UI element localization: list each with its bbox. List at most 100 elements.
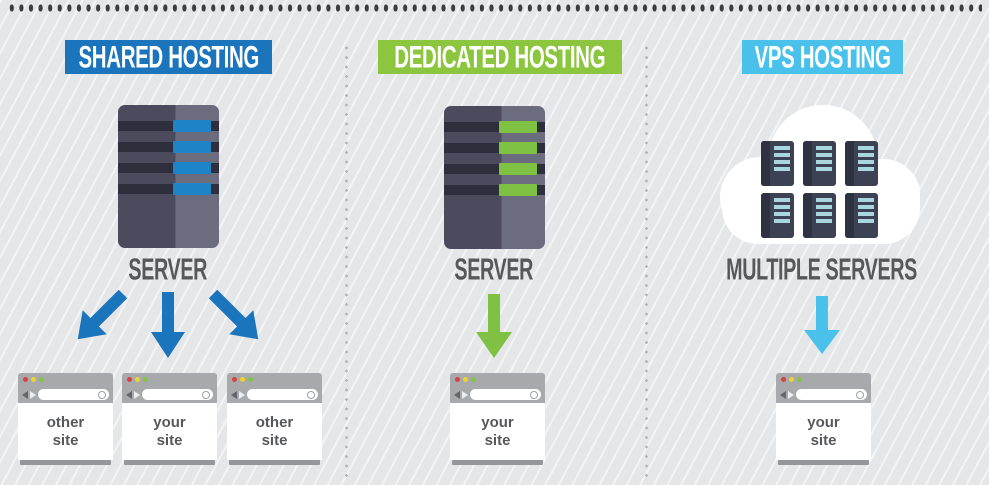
reload-icon	[856, 390, 864, 399]
top-dotted-border	[7, 3, 982, 13]
dedicated-hosting-header-label: DEDICATED HOSTING	[394, 38, 606, 75]
browser-window-your-site: your site	[776, 373, 871, 465]
browser-window-your-site: your site	[450, 373, 545, 465]
server-stripe	[444, 164, 545, 174]
address-bar	[796, 389, 867, 400]
vps-server-label-text: MULTIPLE SERVERS	[726, 250, 918, 287]
yellow-dot-icon	[31, 377, 36, 382]
window-body: your site	[122, 403, 217, 460]
server-led-bar	[172, 120, 211, 132]
red-dot-icon	[232, 377, 237, 382]
server-led-bar	[172, 183, 211, 195]
mini-server-grid	[761, 141, 878, 238]
server-led-bar	[498, 121, 537, 133]
back-icon	[22, 390, 28, 399]
server-stripe	[118, 142, 219, 152]
window-title-bar	[122, 373, 217, 386]
back-icon	[231, 390, 237, 399]
server-stripe	[444, 143, 545, 153]
window-nav-bar	[18, 386, 113, 403]
shared-hosting-header: SHARED HOSTING	[65, 38, 272, 75]
mini-server-bars	[858, 146, 874, 173]
vps-hosting-header: VPS HOSTING	[742, 38, 903, 75]
reload-icon	[202, 390, 210, 399]
mini-server-bars	[816, 146, 832, 173]
mini-server-icon	[803, 141, 836, 186]
window-body: your site	[450, 403, 545, 460]
forward-icon	[788, 390, 794, 399]
dedicated-arrow	[476, 294, 512, 358]
server-led-bar	[498, 163, 537, 175]
window-nav-bar	[450, 386, 545, 403]
shared-server-label-text: SERVER	[128, 250, 208, 287]
window-base-shadow	[229, 460, 320, 465]
mini-server-bars	[816, 198, 832, 225]
server-stripe	[118, 184, 219, 194]
yellow-dot-icon	[240, 377, 245, 382]
green-dot-icon	[248, 377, 253, 382]
window-body: other site	[18, 403, 113, 460]
window-nav-bar	[227, 386, 322, 403]
vps-arrow	[804, 296, 840, 354]
address-bar	[470, 389, 541, 400]
address-bar	[142, 389, 213, 400]
window-title-bar	[450, 373, 545, 386]
server-stripe	[118, 163, 219, 173]
reload-icon	[307, 390, 315, 399]
forward-icon	[30, 390, 36, 399]
site-label: your site	[153, 414, 186, 449]
back-icon	[780, 390, 786, 399]
column-divider-dotted	[344, 44, 349, 483]
mini-server-bars	[774, 198, 790, 225]
shared-arrows	[77, 290, 259, 358]
address-bar	[38, 389, 109, 400]
shared-hosting-header-label: SHARED HOSTING	[78, 38, 259, 75]
site-label: your site	[481, 414, 514, 449]
window-title-bar	[18, 373, 113, 386]
column-divider-dotted	[644, 44, 649, 483]
address-bar	[247, 389, 318, 400]
server-led-bar	[172, 141, 211, 153]
red-dot-icon	[781, 377, 786, 382]
server-led-bar	[172, 162, 211, 174]
green-dot-icon	[39, 377, 44, 382]
server-stripe	[444, 185, 545, 195]
server-stripe	[444, 122, 545, 132]
arrow-down-icon	[804, 296, 840, 354]
site-label: your site	[807, 414, 840, 449]
shared-server-illustration	[118, 105, 219, 248]
green-dot-icon	[797, 377, 802, 382]
vps-hosting-header-label: VPS HOSTING	[754, 38, 891, 75]
yellow-dot-icon	[135, 377, 140, 382]
window-base-shadow	[452, 460, 543, 465]
window-base-shadow	[124, 460, 215, 465]
server-led-bar	[498, 184, 537, 196]
red-dot-icon	[23, 377, 28, 382]
server-led-bar	[498, 142, 537, 154]
reload-icon	[98, 390, 106, 399]
mini-server-icon	[803, 193, 836, 238]
red-dot-icon	[127, 377, 132, 382]
forward-icon	[462, 390, 468, 399]
browser-window-other-site: other site	[227, 373, 322, 465]
window-base-shadow	[20, 460, 111, 465]
dedicated-server-label: SERVER	[424, 250, 564, 287]
back-icon	[126, 390, 132, 399]
green-dot-icon	[143, 377, 148, 382]
arrow-down-left-icon	[77, 290, 128, 340]
forward-icon	[239, 390, 245, 399]
window-base-shadow	[778, 460, 869, 465]
yellow-dot-icon	[463, 377, 468, 382]
arrow-down-icon	[476, 294, 512, 358]
arrow-down-icon	[151, 292, 185, 358]
mini-server-bars	[774, 146, 790, 173]
green-dot-icon	[471, 377, 476, 382]
dedicated-server-label-text: SERVER	[454, 250, 534, 287]
shared-server-label: SERVER	[98, 250, 238, 287]
browser-window-your-site: your site	[122, 373, 217, 465]
red-dot-icon	[455, 377, 460, 382]
forward-icon	[134, 390, 140, 399]
mini-server-icon	[761, 141, 794, 186]
arrow-down-right-icon	[208, 290, 259, 340]
